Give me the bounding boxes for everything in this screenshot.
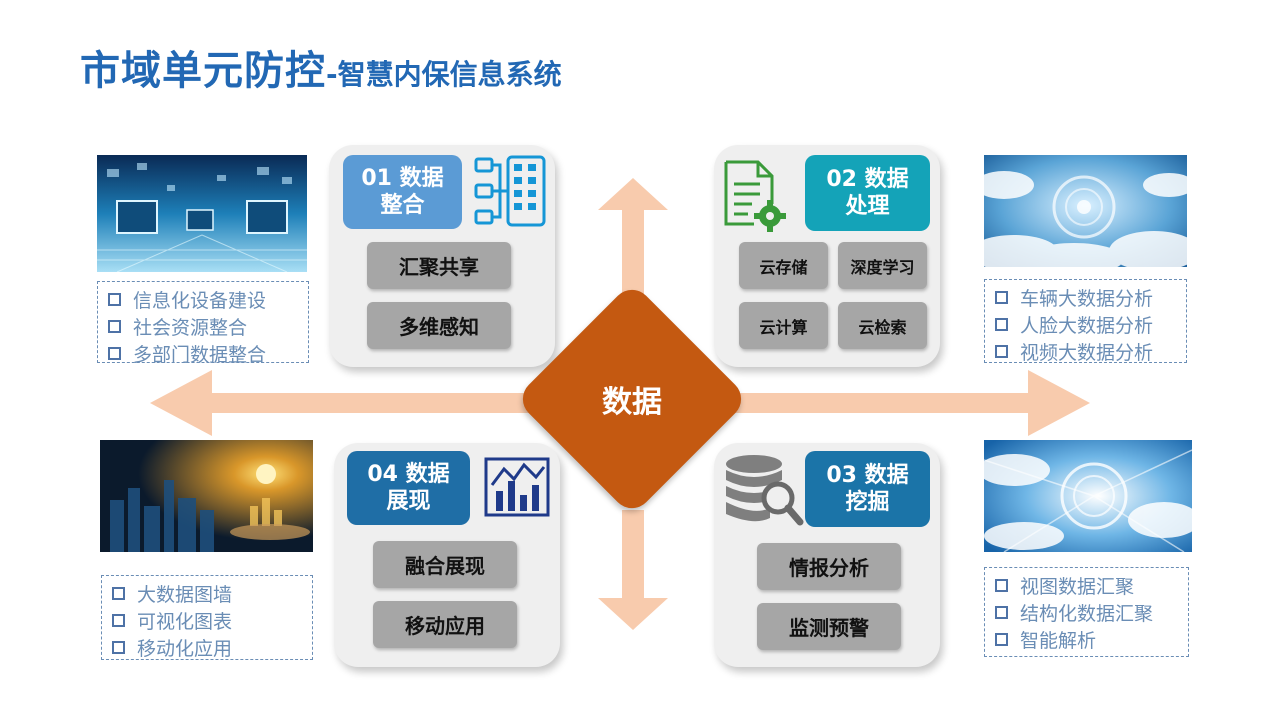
photo-digital-clouds bbox=[984, 440, 1192, 552]
up-arrow bbox=[598, 178, 668, 298]
btn-deep-learning[interactable]: 深度学习 bbox=[838, 242, 927, 289]
list-item: 智能解析 bbox=[995, 626, 1188, 653]
list-item: 结构化数据汇聚 bbox=[995, 599, 1188, 626]
square-bullet-icon bbox=[108, 320, 121, 333]
feature-list-integration: 信息化设备建设 社会资源整合 多部门数据整合 bbox=[97, 281, 309, 366]
square-bullet-icon bbox=[112, 614, 125, 627]
list-item: 可视化图表 bbox=[112, 607, 312, 634]
tag-data-integration: 01 数据 整合 bbox=[343, 155, 462, 229]
square-bullet-icon bbox=[995, 345, 1008, 358]
tag-data-mining: 03 数据 挖掘 bbox=[805, 451, 930, 527]
list-item: 信息化设备建设 bbox=[108, 286, 308, 313]
page-title: 市域单元防控-智慧内保信息系统 bbox=[80, 38, 562, 96]
title-separator: - bbox=[326, 58, 338, 91]
square-bullet-icon bbox=[112, 587, 125, 600]
list-item: 大数据图墙 bbox=[112, 580, 312, 607]
photo-cloud-tech bbox=[984, 155, 1187, 267]
square-bullet-icon bbox=[995, 318, 1008, 331]
title-main: 市域单元防控 bbox=[80, 48, 326, 94]
center-label: 数据 bbox=[602, 385, 662, 420]
square-bullet-icon bbox=[108, 347, 121, 360]
btn-mobile-application[interactable]: 移动应用 bbox=[373, 601, 517, 648]
btn-aggregation-sharing[interactable]: 汇聚共享 bbox=[367, 242, 511, 289]
list-item: 多部门数据整合 bbox=[108, 340, 308, 367]
square-bullet-icon bbox=[995, 291, 1008, 304]
photo-city-hand bbox=[100, 440, 313, 552]
square-bullet-icon bbox=[995, 579, 1008, 592]
list-item: 人脸大数据分析 bbox=[995, 311, 1186, 338]
square-bullet-icon bbox=[108, 293, 121, 306]
list-item: 社会资源整合 bbox=[108, 313, 308, 340]
bar-chart-icon bbox=[484, 457, 550, 517]
square-bullet-icon bbox=[995, 633, 1008, 646]
btn-multidimensional-sensing[interactable]: 多维感知 bbox=[367, 302, 511, 349]
btn-monitoring-warning[interactable]: 监测预警 bbox=[757, 603, 901, 650]
photo-tech-screens bbox=[97, 155, 307, 272]
list-item: 视图数据汇聚 bbox=[995, 572, 1188, 599]
square-bullet-icon bbox=[112, 641, 125, 654]
tag-data-display: 04 数据 展现 bbox=[347, 451, 470, 525]
btn-cloud-retrieval[interactable]: 云检索 bbox=[838, 302, 927, 349]
flowchart-grid-icon bbox=[474, 155, 546, 227]
feature-list-mining: 视图数据汇聚 结构化数据汇聚 智能解析 bbox=[984, 567, 1189, 657]
down-arrow bbox=[598, 510, 668, 630]
tag-data-processing: 02 数据 处理 bbox=[805, 155, 930, 231]
btn-cloud-computing[interactable]: 云计算 bbox=[739, 302, 828, 349]
title-sub: 智慧内保信息系统 bbox=[337, 58, 562, 91]
database-search-icon bbox=[726, 455, 804, 526]
btn-fusion-display[interactable]: 融合展现 bbox=[373, 541, 517, 588]
feature-list-processing: 车辆大数据分析 人脸大数据分析 视频大数据分析 bbox=[984, 279, 1187, 365]
document-gear-icon bbox=[724, 160, 786, 232]
btn-intelligence-analysis[interactable]: 情报分析 bbox=[757, 543, 901, 590]
list-item: 移动化应用 bbox=[112, 634, 312, 661]
feature-list-display: 大数据图墙 可视化图表 移动化应用 bbox=[101, 575, 313, 660]
square-bullet-icon bbox=[995, 606, 1008, 619]
list-item: 视频大数据分析 bbox=[995, 338, 1186, 365]
btn-cloud-storage[interactable]: 云存储 bbox=[739, 242, 828, 289]
list-item: 车辆大数据分析 bbox=[995, 284, 1186, 311]
